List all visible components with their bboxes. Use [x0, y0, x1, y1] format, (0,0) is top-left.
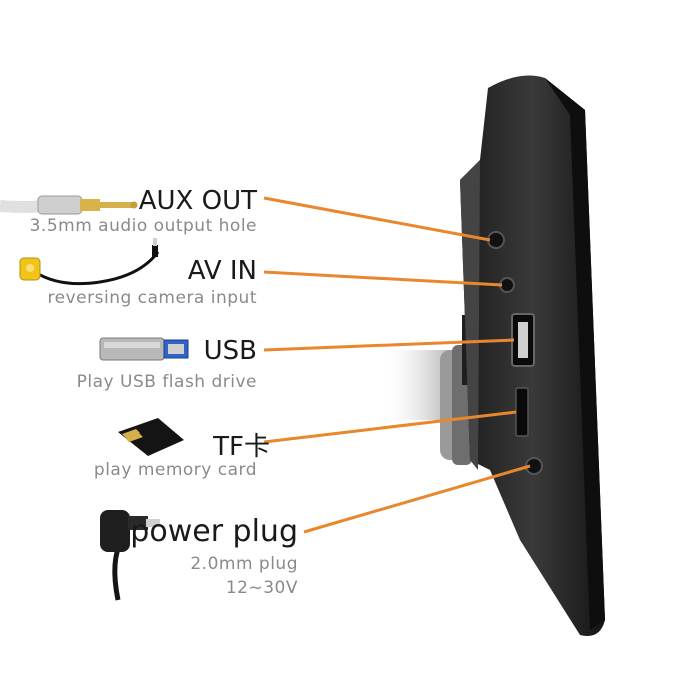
usb-drive-icon	[99, 337, 189, 361]
power-plug-icon	[100, 510, 160, 601]
aux-leader-line	[263, 196, 491, 242]
tf-subtitle: play memory card	[93, 460, 257, 480]
aux-out-subtitle: 3.5mm audio output hole	[29, 216, 257, 236]
tf-leader-line	[263, 410, 517, 444]
power-plug-subtitle: 2.0mm plug	[190, 554, 298, 574]
av-leader-line	[263, 270, 503, 287]
aux-out-title: AUX OUT	[138, 186, 257, 216]
power-plug-voltage: 12~30V	[225, 578, 298, 598]
sd-card-icon	[118, 418, 184, 456]
av-in-title: AV IN	[187, 256, 257, 286]
tf-title: TF卡	[213, 432, 270, 462]
audio-jack-icon	[0, 195, 138, 215]
usb-leader-line	[263, 338, 515, 352]
usb-title: USB	[203, 336, 257, 366]
power-leader-line	[303, 464, 531, 534]
rca-cable-icon	[19, 238, 160, 286]
power-plug-title: power plug	[130, 514, 298, 549]
usb-subtitle: Play USB flash drive	[76, 372, 257, 392]
av-in-subtitle: reversing camera input	[47, 288, 257, 308]
